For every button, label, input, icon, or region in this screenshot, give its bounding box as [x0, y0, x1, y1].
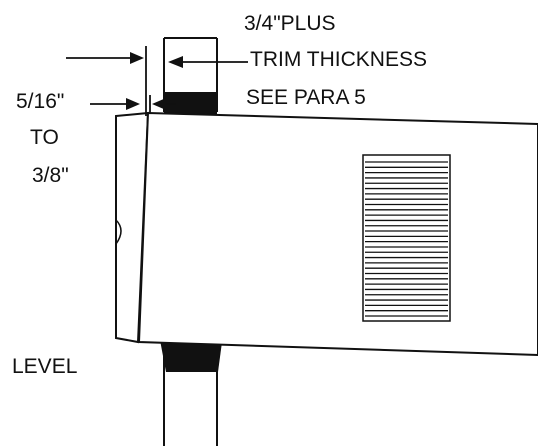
- grille-frame: [362, 154, 451, 322]
- level-label: LEVEL: [12, 355, 77, 378]
- see-para-label: SEE PARA 5: [246, 86, 366, 109]
- gap-arrow-left-head: [126, 98, 140, 110]
- gap-arrow-top-head: [130, 52, 144, 64]
- trim-leader-head: [168, 56, 183, 68]
- gap-dimension: [66, 46, 176, 116]
- trim-label-line1: 3/4"PLUS: [244, 12, 336, 35]
- upper-trim-shim: [164, 92, 217, 114]
- gap-arrow-right-head: [152, 98, 166, 110]
- gap-label-line3: 3/8": [32, 164, 69, 187]
- gap-label-line1: 5/16": [16, 90, 64, 113]
- side-panel-notch: [115, 219, 122, 245]
- lower-trim-shim: [160, 340, 222, 372]
- main-unit: [137, 111, 538, 357]
- grille-slats: [365, 161, 448, 317]
- trim-label-line2: TRIM THICKNESS: [250, 48, 427, 71]
- gap-label-line2: TO: [30, 126, 59, 149]
- trim-leader: [168, 56, 248, 68]
- grille: [362, 154, 451, 322]
